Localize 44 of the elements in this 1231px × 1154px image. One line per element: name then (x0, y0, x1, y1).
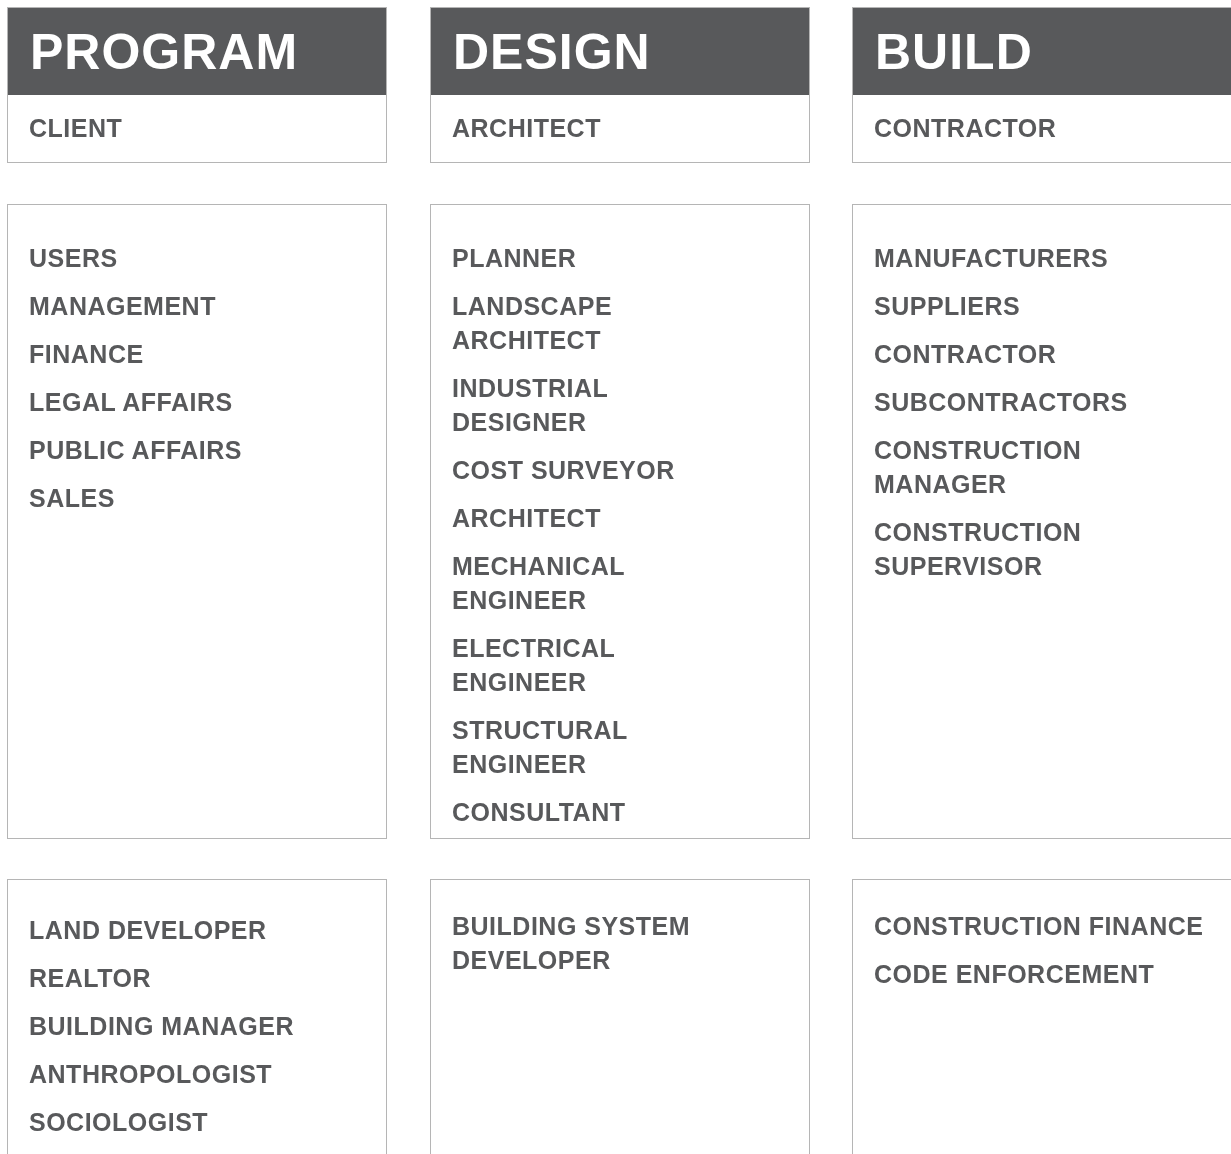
role-label: STRUCTURAL ENGINEER (452, 715, 629, 780)
role-label: ANTHROPOLOGIST (29, 1059, 274, 1090)
role-label: BUILDING SYSTEM DEVELOPER (452, 911, 692, 976)
role-label: LANDSCAPE ARCHITECT (452, 291, 614, 356)
role-label: CONTRACTOR (874, 339, 1058, 370)
role-list-box (7, 204, 387, 839)
phase-title: PROGRAM (30, 26, 299, 77)
role-label: MANUFACTURERS (874, 243, 1110, 274)
role-list-box (7, 879, 387, 1154)
lead-role-label: ARCHITECT (451, 113, 602, 143)
role-label: MECHANICAL ENGINEER (452, 551, 626, 616)
phase-title: DESIGN (453, 26, 651, 77)
role-label: INDUSTRIAL DESIGNER (452, 373, 609, 438)
lead-role-label: CONTRACTOR (873, 113, 1058, 143)
role-label: BUILDING MANAGER (29, 1011, 295, 1042)
role-label: SUBCONTRACTORS (874, 387, 1129, 418)
role-list-box (430, 879, 810, 1154)
role-label: SALES (29, 483, 116, 514)
role-label: USERS (29, 243, 119, 274)
role-label: SUPPLIERS (874, 291, 1022, 322)
header-card (7, 7, 387, 163)
role-label: CONSULTANT (452, 797, 627, 828)
role-label: ARCHITECT (452, 503, 602, 534)
role-label: PUBLIC AFFAIRS (29, 435, 244, 466)
role-list-box (852, 879, 1231, 1154)
header-card (852, 7, 1231, 163)
role-label: ELECTRICAL ENGINEER (452, 633, 616, 698)
header-card (430, 7, 810, 163)
role-label: COST SURVEYOR (452, 455, 676, 486)
role-label: LEGAL AFFAIRS (29, 387, 234, 418)
role-label: LAND DEVELOPER (29, 915, 268, 946)
role-label: FINANCE (29, 339, 145, 370)
role-label: CONSTRUCTION SUPERVISOR (874, 517, 1083, 582)
role-label: CONSTRUCTION MANAGER (874, 435, 1083, 500)
phase-title: BUILD (875, 26, 1033, 77)
role-label: REALTOR (29, 963, 153, 994)
role-list-box (430, 204, 810, 839)
role-label: SOCIOLOGIST (29, 1107, 210, 1138)
lead-role-label: CLIENT (28, 113, 124, 143)
role-label: PLANNER (452, 243, 578, 274)
role-label: MANAGEMENT (29, 291, 217, 322)
role-label: CODE ENFORCEMENT (874, 959, 1156, 990)
role-label: CONSTRUCTION FINANCE (874, 911, 1204, 942)
role-list-box (852, 204, 1231, 839)
